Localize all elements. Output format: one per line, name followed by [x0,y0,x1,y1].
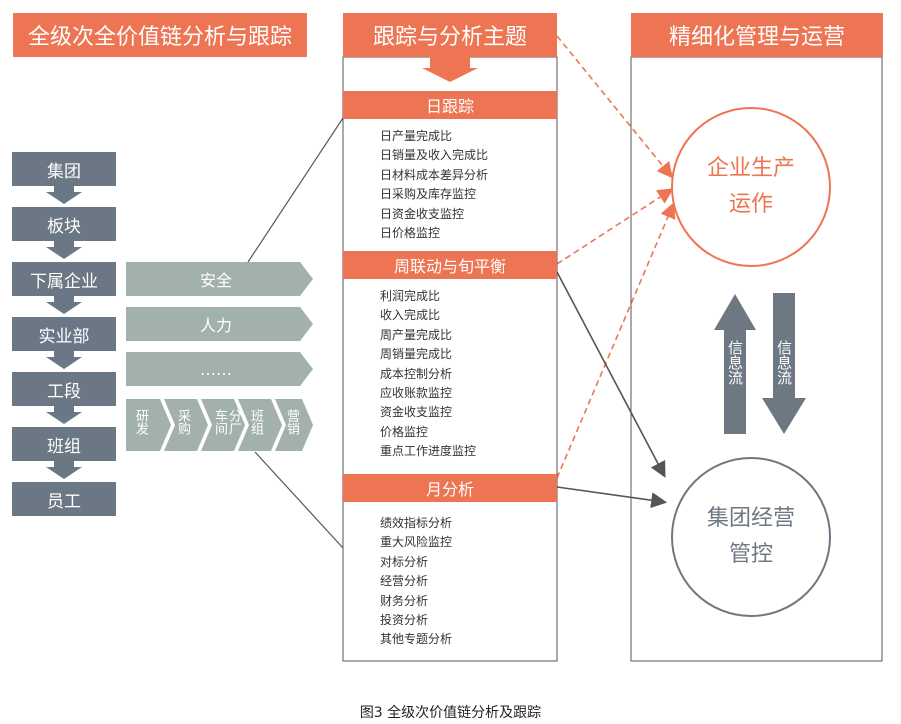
list-item: 重大风险监控 [380,535,453,550]
list-item: 日产量完成比 [380,129,453,143]
list-item: 日销量及收入完成比 [380,148,489,163]
list-item: 价格监控 [380,424,429,439]
info-flow-down-label: 信息流 [775,340,793,385]
list-item: 利润完成比 [380,289,441,303]
list-item: 经营分析 [380,574,429,589]
info-flow-down-arrow [762,293,806,434]
right-panel-box [630,56,883,662]
list-item: 日资金收支监控 [380,206,465,221]
middle-header-text: 跟踪与分析主题 [372,25,527,50]
chain-team: 班组 [248,409,263,435]
chain-marketing: 营销 [284,409,299,435]
bottom-circle-label: 集团经营 管控 [672,501,830,573]
list-item: 周销量完成比 [380,347,453,362]
top-circle-line2: 运作 [728,192,773,217]
list-item: 财务分析 [380,593,429,608]
list-item: 收入完成比 [380,308,441,323]
middle-header: 跟踪与分析主题 [343,13,557,57]
level-team: 班组 [12,427,116,461]
function-hr: 人力 [199,316,232,335]
info-flow-up-label: 信息流 [726,340,744,385]
chain-branch-factory: 分厂 [226,409,241,435]
weekly-band: 周联动与旬平衡 [343,251,557,279]
level-section: 工段 [12,372,116,406]
level-subsidiary: 下属企业 [12,262,116,296]
header-down-arrow [422,57,478,82]
list-item: 日材料成本差异分析 [380,167,489,182]
solid-arrow-weekly [556,271,666,478]
list-item: 日采购及库存监控 [380,187,477,202]
left-header-text: 全级次全价值链分析与跟踪 [27,25,292,50]
level-segment: 板块 [12,207,116,241]
list-item: 绩效指标分析 [380,516,453,530]
funnel-line-bottom [254,451,344,549]
level-arrows [46,186,82,479]
list-item: 投资分析 [380,613,429,628]
list-item: 应收账款监控 [380,386,453,401]
list-item: 成本控制分析 [380,366,453,381]
list-item: 周产量完成比 [380,327,453,342]
left-header: 全级次全价值链分析与跟踪 [13,13,307,57]
chain-workshop: 车间 [212,409,227,435]
figure-caption: 图3 全级次价值链分析及跟踪 [359,705,542,721]
list-item: 重点工作进度监控 [380,444,477,459]
monthly-band: 月分析 [343,474,557,502]
daily-list: 日产量完成比 日销量及收入完成比 日材料成本差异分析 日采购及库存监控 日资金收… [380,127,488,243]
funnel-line-top [247,117,344,263]
level-group: 集团 [12,152,116,186]
info-flow-up-arrow [714,294,756,434]
value-chain-chevrons [126,399,313,451]
monthly-list: 绩效指标分析 重大风险监控 对标分析 经营分析 财务分析 投资分析 其他专题分析 [380,514,452,650]
list-item: 资金收支监控 [380,405,453,420]
chain-purchase: 采购 [175,409,190,435]
list-item: 日价格监控 [380,226,441,241]
list-item: 对标分析 [380,554,429,569]
bottom-circle-line2: 管控 [728,542,773,567]
chevron-bars [126,262,313,386]
right-header: 精细化管理与运营 [631,13,883,57]
level-business-dept: 实业部 [12,317,116,351]
weekly-list: 利润完成比 收入完成比 周产量完成比 周销量完成比 成本控制分析 应收账款监控 … [380,287,476,462]
bottom-circle-line1: 集团经营 [706,506,795,531]
dashed-arrow-monthly [556,202,676,479]
dashed-arrow-header [556,35,674,179]
level-employee: 员工 [12,482,116,516]
solid-arrow-monthly [556,486,668,509]
function-more: …… [200,359,232,379]
top-circle [671,107,831,267]
bottom-circle [671,457,831,617]
list-item: 其他专题分析 [380,632,453,647]
dashed-arrow-weekly [556,188,674,265]
top-circle-label: 企业生产 运作 [672,151,830,223]
function-safety: 安全 [199,271,232,290]
chain-rd: 研发 [133,409,148,435]
right-header-text: 精细化管理与运营 [668,25,845,50]
daily-band: 日跟踪 [343,91,557,119]
top-circle-line1: 企业生产 [706,156,795,181]
